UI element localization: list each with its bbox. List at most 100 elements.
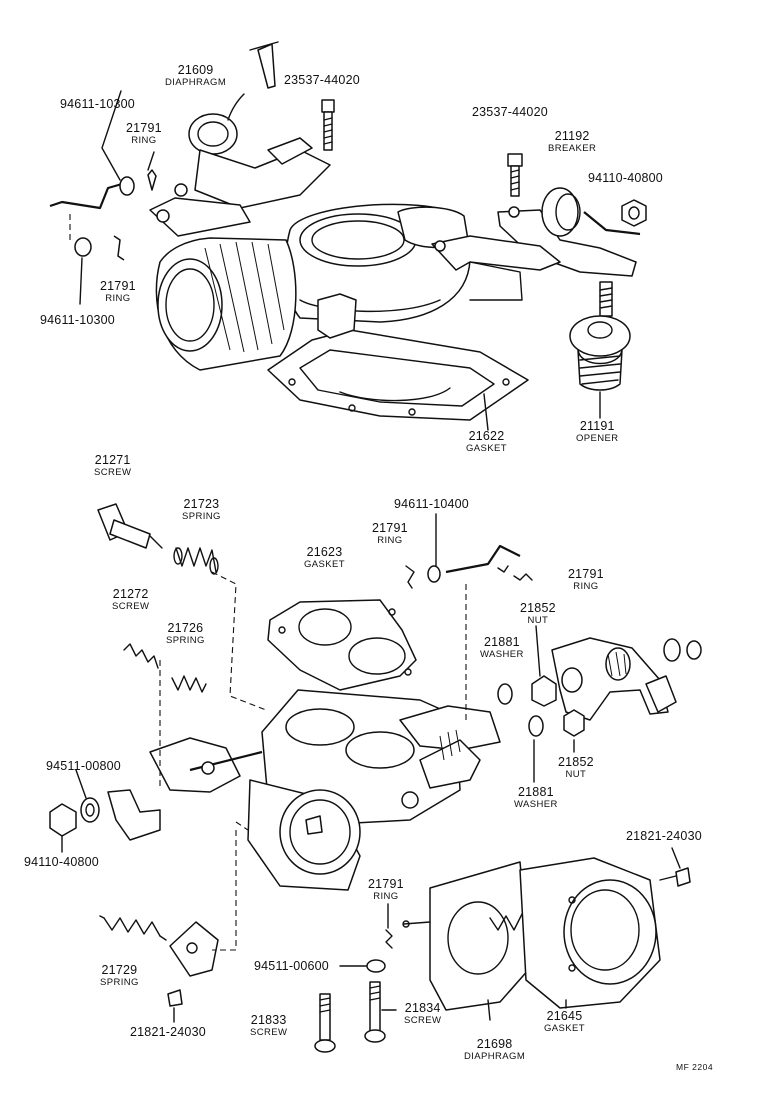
screw-21271-part bbox=[97, 503, 163, 549]
label-21791-mid: 21791 RING bbox=[372, 522, 408, 545]
part-number: 94611-10300 bbox=[60, 97, 135, 111]
part-number: 94511-00800 bbox=[46, 759, 121, 773]
label-21609: 21609 DIAPHRAGM bbox=[165, 64, 226, 87]
nut-21852-bottom bbox=[563, 709, 585, 737]
throttle-lever-right bbox=[551, 637, 702, 721]
label-21821-24030-right: 21821-24030 bbox=[626, 830, 702, 843]
part-number: 94611-10300 bbox=[40, 313, 115, 327]
label-21791-right: 21791 RING bbox=[568, 568, 604, 591]
part-name: SPRING bbox=[182, 510, 221, 522]
part-number: 23537-44020 bbox=[472, 105, 548, 119]
part-number: 21791 bbox=[126, 121, 162, 135]
label-21833: 21833 SCREW bbox=[250, 1014, 287, 1037]
part-name: NUT bbox=[527, 614, 549, 626]
label-21852-bottom: 21852 NUT bbox=[558, 756, 594, 779]
label-21791-top: 21791 RING bbox=[126, 122, 162, 145]
label-21271: 21271 SCREW bbox=[94, 454, 131, 477]
throttle-body bbox=[247, 689, 501, 891]
label-21723: 21723 SPRING bbox=[182, 498, 221, 521]
screw-21821-right bbox=[659, 867, 691, 887]
part-number: 23537-44020 bbox=[284, 73, 360, 87]
part-name: SCREW bbox=[94, 466, 132, 478]
screw-21834-part bbox=[364, 981, 386, 1043]
upper-assembly bbox=[49, 41, 647, 431]
part-name: NUT bbox=[565, 768, 587, 780]
part-number: 21881 bbox=[483, 635, 520, 649]
label-94511-00800: 94511-00800 bbox=[46, 760, 121, 773]
label-94611-10400: 94611-10400 bbox=[394, 498, 469, 511]
opener-21191-part bbox=[569, 281, 631, 391]
part-number: 21271 bbox=[94, 453, 131, 467]
part-number: 21791 bbox=[100, 279, 136, 293]
washer-94511-00600 bbox=[366, 959, 386, 973]
part-name: BREAKER bbox=[548, 142, 597, 154]
lower-assembly bbox=[49, 503, 702, 1053]
part-number: 94611-10400 bbox=[394, 497, 469, 511]
part-number: 21191 bbox=[579, 419, 615, 433]
part-number: 94110-40800 bbox=[24, 855, 99, 869]
label-21881-top: 21881 WASHER bbox=[480, 636, 524, 659]
label-21834: 21834 SCREW bbox=[404, 1002, 441, 1025]
part-number: 21192 bbox=[554, 129, 590, 143]
part-name: GASKET bbox=[466, 442, 507, 454]
label-21729: 21729 SPRING bbox=[100, 964, 139, 987]
accelerator-horn bbox=[155, 237, 297, 371]
label-21192: 21192 BREAKER bbox=[548, 130, 596, 153]
label-21622: 21622 GASKET bbox=[466, 430, 507, 453]
label-21852-top: 21852 NUT bbox=[520, 602, 556, 625]
part-name: RING bbox=[377, 534, 403, 546]
label-94611-10300-top: 94611-10300 bbox=[60, 98, 135, 111]
part-name: SCREW bbox=[112, 600, 150, 612]
spring-21726-part bbox=[171, 675, 207, 693]
figure-code: MF 2204 bbox=[676, 1062, 714, 1072]
part-name: RING bbox=[131, 134, 157, 146]
label-21698: 21698 DIAPHRAGM bbox=[464, 1038, 525, 1061]
breaker-21192-part bbox=[431, 187, 641, 277]
part-name: GASKET bbox=[544, 1022, 585, 1034]
label-21645: 21645 GASKET bbox=[544, 1010, 585, 1033]
ring-21791-bottom bbox=[385, 929, 393, 949]
label-21791-bottom: 21791 RING bbox=[368, 878, 404, 901]
part-name: SCREW bbox=[250, 1026, 288, 1038]
part-number: 21723 bbox=[183, 497, 220, 511]
part-number: 21834 bbox=[404, 1001, 441, 1015]
screw-23537-left bbox=[321, 99, 335, 151]
gasket-21623-part bbox=[267, 599, 417, 691]
part-number: 21726 bbox=[167, 621, 204, 635]
part-name: DIAPHRAGM bbox=[464, 1050, 526, 1062]
spring-coil-right bbox=[561, 667, 583, 693]
nut-21852-top bbox=[531, 675, 557, 707]
rod-94611-10400 bbox=[405, 544, 533, 589]
part-number: 94110-40800 bbox=[588, 171, 663, 185]
part-number: 21729 bbox=[101, 963, 138, 977]
part-number: 21622 bbox=[468, 429, 505, 443]
part-name: SPRING bbox=[100, 976, 139, 988]
washer-21881-bottom bbox=[528, 715, 544, 737]
part-name: RING bbox=[573, 580, 599, 592]
part-name: SPRING bbox=[166, 634, 205, 646]
bracket-plate bbox=[169, 921, 219, 977]
part-number: 21272 bbox=[112, 587, 149, 601]
washer-94511-00800 bbox=[80, 797, 100, 823]
label-21881-bottom: 21881 WASHER bbox=[514, 786, 558, 809]
label-94110-40800-bottom: 94110-40800 bbox=[24, 856, 99, 869]
label-94110-40800-top: 94110-40800 bbox=[588, 172, 663, 185]
screw-21821-left bbox=[167, 989, 183, 1007]
part-number: 21791 bbox=[368, 877, 404, 891]
part-name: DIAPHRAGM bbox=[165, 76, 227, 88]
nut-94110-top bbox=[621, 199, 647, 227]
part-number: 21609 bbox=[177, 63, 214, 77]
screw-21272-part bbox=[123, 643, 159, 669]
part-number: 21791 bbox=[568, 567, 604, 581]
part-name: RING bbox=[373, 890, 399, 902]
label-21191: 21191 OPENER bbox=[576, 420, 619, 443]
part-number: 21881 bbox=[517, 785, 554, 799]
screw-23537-right bbox=[507, 153, 523, 197]
part-name: GASKET bbox=[304, 558, 345, 570]
spring-21723-part bbox=[173, 547, 219, 575]
label-21623: 21623 GASKET bbox=[304, 546, 345, 569]
part-number: 21623 bbox=[306, 545, 343, 559]
label-94611-10300-bottom: 94611-10300 bbox=[40, 314, 115, 327]
label-23537-right: 23537-44020 bbox=[472, 106, 548, 119]
label-21791-left: 21791 RING bbox=[100, 280, 136, 303]
